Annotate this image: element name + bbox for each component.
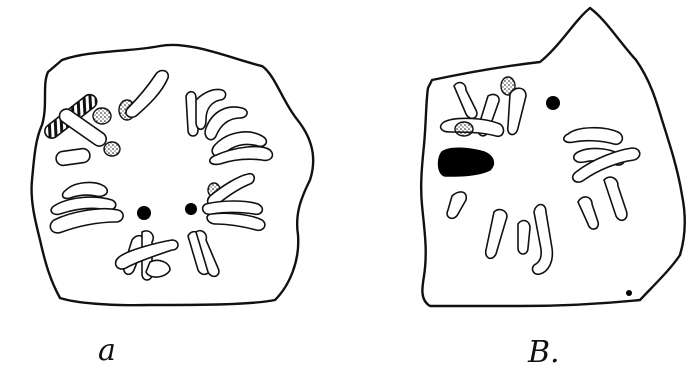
granule [455, 122, 473, 136]
chromosome [126, 71, 168, 118]
panel-b [421, 8, 685, 306]
centrosome [137, 206, 151, 220]
centrosome [185, 203, 197, 215]
caption-panel-a: a [98, 336, 116, 366]
dark-chromosome [439, 148, 494, 176]
chromosome [207, 213, 265, 230]
chromosome [518, 221, 530, 254]
panel-a [32, 45, 314, 305]
granule [104, 142, 120, 156]
chromosome [508, 88, 526, 134]
chromosome [203, 201, 263, 214]
chromosome [486, 210, 507, 259]
caption-panel-b: B. [528, 338, 560, 368]
chromosome [63, 183, 108, 199]
chromosome [533, 205, 553, 275]
centrosome [546, 96, 560, 110]
granule [93, 108, 111, 124]
chromosome [447, 192, 466, 218]
cell-outline-a [32, 45, 314, 305]
chromosome [564, 128, 623, 145]
chromosome [146, 260, 170, 277]
chromosome [55, 148, 91, 167]
chromosome [604, 177, 627, 220]
chromosome [454, 83, 477, 119]
chromosome [578, 197, 598, 229]
small-dot [626, 290, 632, 296]
